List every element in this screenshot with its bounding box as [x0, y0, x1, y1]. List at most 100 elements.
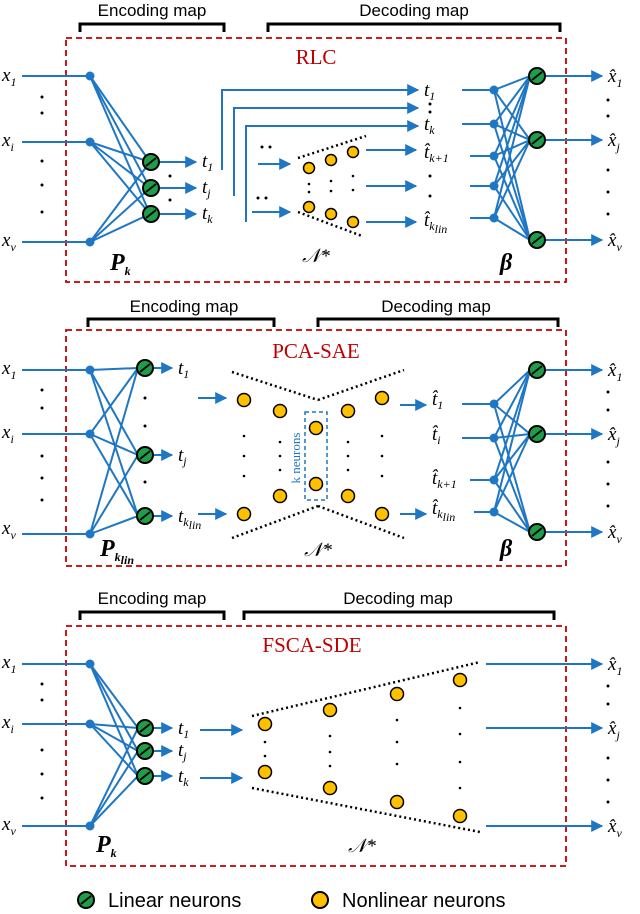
latent-t1: t1 — [202, 151, 213, 174]
decoding-bracket — [242, 610, 556, 620]
decoder-weight-label: β — [499, 536, 513, 562]
panel-fsca-sde: Encoding map Decoding map FSCA-SDE x1 xi… — [1, 589, 622, 867]
linear-neuron — [528, 523, 546, 541]
nonlinear-neuron — [346, 145, 360, 159]
linear-neuron — [136, 767, 154, 785]
output-xv: x̂v — [607, 522, 622, 546]
nonlinear-neuron — [374, 506, 390, 522]
latent-tklin: tklin — [178, 506, 201, 532]
nonlinear-neuron — [272, 488, 288, 504]
linear-neuron — [528, 361, 546, 379]
network-label: 𝒩* — [302, 246, 330, 267]
output-arrows — [546, 364, 604, 538]
network-label: 𝒩* — [348, 836, 376, 857]
latent-arrows — [154, 722, 244, 784]
input-ellipsis — [40, 95, 44, 214]
output-xj: x̂j — [607, 718, 620, 742]
linear-neuron — [136, 719, 154, 737]
encoding-map-label: Encoding map — [98, 1, 207, 20]
panel-pca-sae: Encoding map Decoding map PCA-SAE x1 xi … — [1, 297, 622, 567]
decoder-weight-label: β — [499, 250, 513, 276]
panel-frame — [65, 329, 567, 567]
panel-title: PCA-SAE — [272, 339, 360, 363]
linear-neurons-decoder — [528, 67, 546, 249]
linear-neuron — [528, 67, 546, 85]
nonlinear-neuron — [322, 780, 338, 796]
decoded-t1: t1 — [424, 80, 435, 103]
input-x1: x1 — [1, 652, 16, 676]
nonlinear-neuron — [257, 764, 273, 780]
linear-neuron-legend-icon — [77, 891, 95, 909]
encoder-ellipsis — [143, 396, 147, 484]
input-xv: xv — [1, 814, 16, 838]
nonlinear-neuron — [324, 207, 338, 221]
output-xv: x̂v — [607, 230, 622, 254]
latent-t1: t1 — [178, 718, 189, 741]
latent-arrows — [154, 362, 228, 522]
nonlinear-neuron — [452, 808, 468, 824]
decoded-tk1: t̂k+1 — [424, 142, 449, 165]
decoding-wires — [462, 369, 531, 533]
decoded-ellipsis — [428, 102, 432, 198]
decoding-wires — [462, 75, 531, 241]
encoding-map-label: Encoding map — [98, 589, 207, 608]
linear-neuron — [142, 205, 160, 223]
network-output-arrows — [400, 399, 428, 520]
nonlinear-neuron — [452, 672, 468, 688]
linear-neuron — [136, 446, 154, 464]
encoding-wires — [22, 75, 151, 243]
latent-arrows — [160, 156, 198, 220]
nonlinear-neuron-legend-icon — [311, 891, 329, 909]
output-x1: x̂1 — [607, 66, 622, 90]
input-nodes — [85, 71, 95, 247]
panel-title: FSCA-SDE — [262, 633, 361, 657]
legend-linear-label: Linear neurons — [108, 890, 241, 912]
panel-title: RLC — [296, 45, 337, 69]
nonlinear-network — [251, 660, 481, 834]
linear-neurons-encoder — [136, 359, 154, 525]
input-xv: xv — [1, 518, 16, 542]
nonlinear-neuron — [257, 716, 273, 732]
panel-frame — [65, 625, 567, 867]
encoding-wires — [22, 367, 139, 535]
decoded-tk1: t̂k+1 — [432, 468, 457, 491]
nonlinear-neuron — [346, 215, 360, 229]
network-label: 𝒩* — [304, 540, 332, 561]
output-ellipsis — [606, 98, 610, 216]
decoding-map-label: Decoding map — [359, 1, 469, 20]
nonlinear-neuron — [322, 702, 338, 718]
linear-neuron — [142, 179, 160, 197]
legend: Linear neurons Nonlinear neurons — [77, 890, 505, 912]
output-xj: x̂j — [607, 130, 620, 154]
output-arrows — [546, 70, 604, 246]
output-xv: x̂v — [607, 816, 622, 840]
nonlinear-neuron — [302, 161, 316, 175]
input-xi: xi — [1, 130, 14, 154]
linear-neuron — [136, 742, 154, 760]
encoding-bracket — [86, 317, 276, 327]
input-xv: xv — [1, 230, 16, 254]
decoding-map-label: Decoding map — [381, 297, 491, 316]
legend-nonlinear-label: Nonlinear neurons — [342, 890, 505, 912]
output-ellipsis — [606, 684, 610, 804]
decoding-map-label: Decoding map — [343, 589, 453, 608]
latent-tj: tj — [202, 177, 211, 200]
latent-t1: t1 — [178, 358, 189, 381]
panel-rlc: Encoding map Decoding map RLC x1 xi xv — [1, 1, 622, 283]
encoder-weight-label: Pk — [109, 250, 131, 278]
linear-neurons-encoder — [136, 719, 154, 785]
nonlinear-neuron — [324, 153, 338, 167]
linear-neuron — [528, 425, 546, 443]
latent-tk: tk — [178, 766, 189, 789]
input-x1: x1 — [1, 65, 16, 89]
linear-neuron — [528, 131, 546, 149]
decoder-nodes — [489, 399, 499, 517]
encoder-weight-label: Pklin — [99, 536, 134, 567]
nonlinear-neuron — [236, 392, 252, 408]
latent-tk: tk — [202, 203, 213, 226]
decoder-nodes — [489, 85, 499, 223]
nonlinear-neuron — [308, 476, 324, 492]
nonlinear-neuron — [302, 200, 316, 214]
